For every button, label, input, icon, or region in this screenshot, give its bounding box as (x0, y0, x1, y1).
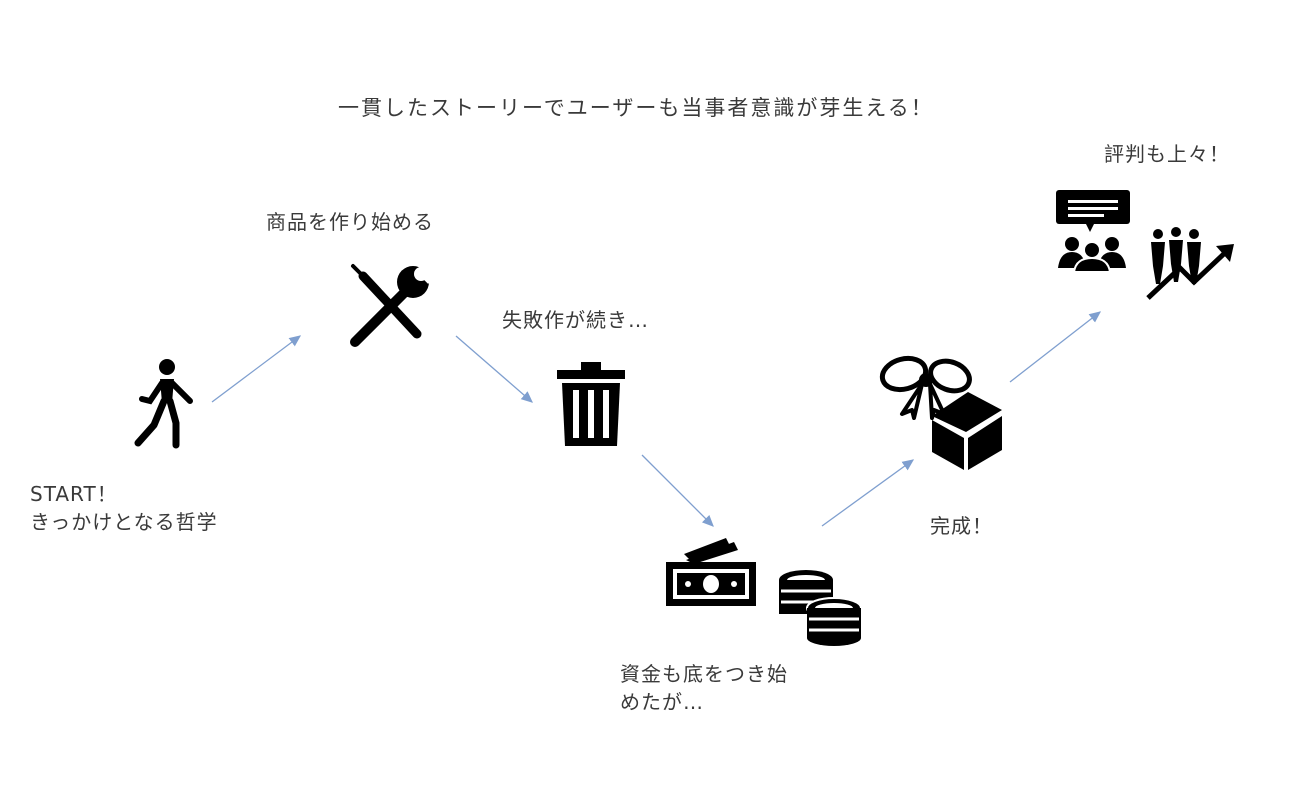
step-fail-label: 失敗作が続き… (502, 308, 649, 332)
step-done-label: 完成！ (930, 514, 993, 538)
money-coins-icon (666, 538, 862, 646)
step-make-label: 商品を作り始める (266, 210, 434, 234)
step-funds-line-1: 資金も底をつき始 (620, 662, 788, 686)
audience-growth-icon (1056, 190, 1234, 300)
gift-box-icon (879, 355, 1002, 470)
step-review-label: 評判も上々！ (1104, 142, 1230, 166)
tools-icon (350, 262, 433, 347)
step-start-line-2: きっかけとなる哲学 (30, 510, 218, 534)
walking-person-icon (134, 359, 193, 449)
arrow-done-to-review (1009, 311, 1102, 383)
step-funds-line-2: めたが… (620, 690, 704, 714)
arrow-make-to-fail (455, 335, 533, 403)
step-start-line-1: START！ (30, 482, 118, 506)
arrow-start-to-make (211, 335, 302, 403)
diagram-title: 一貫したストーリーでユーザーも当事者意識が芽生える！ (338, 96, 934, 120)
arrow-fail-to-funds (641, 454, 714, 527)
arrow-funds-to-done (821, 459, 915, 527)
trash-can-icon (557, 362, 625, 446)
